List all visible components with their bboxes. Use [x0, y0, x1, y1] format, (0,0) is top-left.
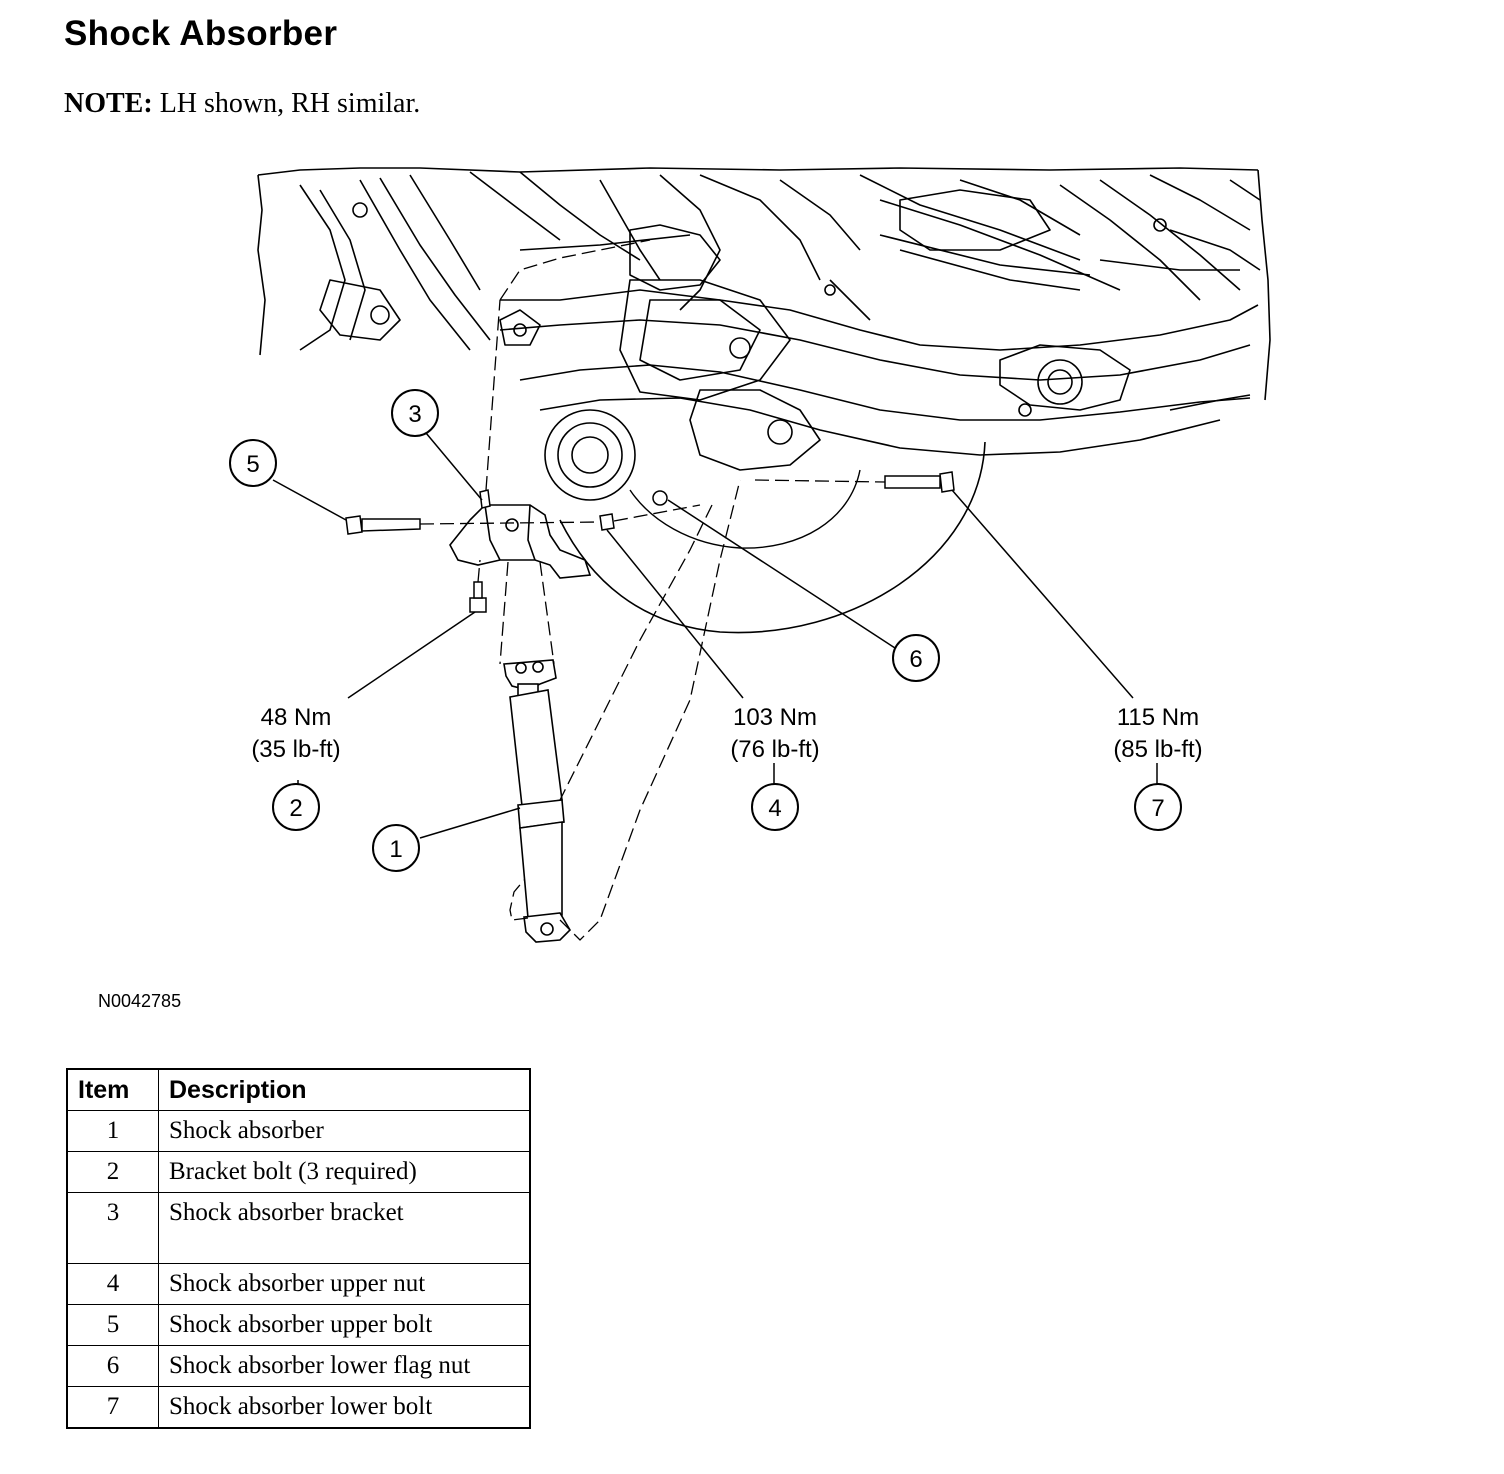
table-row: 1 Shock absorber	[66, 1110, 531, 1152]
item-description: Shock absorber lower flag nut	[158, 1345, 531, 1387]
exploded-view-lines	[419, 239, 886, 941]
table-row: 2 Bracket bolt (3 required)	[66, 1151, 531, 1193]
item-description: Shock absorber bracket	[158, 1192, 531, 1264]
fasteners	[345, 471, 955, 613]
tire-outline	[559, 441, 986, 634]
table-row: 3 Shock absorber bracket	[66, 1192, 531, 1264]
torque-nm: 48 Nm	[260, 704, 332, 731]
item-description: Shock absorber lower bolt	[158, 1386, 531, 1429]
callout-3: 3	[408, 401, 421, 428]
callout-2: 2	[289, 795, 302, 822]
leader-lines	[272, 432, 1158, 839]
callout-4-circle	[751, 783, 799, 831]
torque-nm: 115 Nm	[1116, 704, 1200, 731]
torque-label-item-4: 103 Nm (76 lb-ft)	[695, 702, 855, 766]
torque-label-item-2: 48 Nm (35 lb-ft)	[216, 702, 376, 766]
callout-7-circle	[1134, 783, 1182, 831]
note-text: LH shown, RH similar.	[152, 88, 421, 119]
callout-3-circle	[391, 389, 439, 437]
torque-label-item-7: 115 Nm (85 lb-ft)	[1078, 702, 1238, 766]
item-number: 4	[66, 1263, 159, 1305]
note: NOTE: LH shown, RH similar.	[64, 88, 420, 120]
table-row: 6 Shock absorber lower flag nut	[66, 1345, 531, 1387]
callout-6-circle	[892, 634, 940, 682]
callout-2-circle	[272, 783, 320, 831]
callout-6: 6	[909, 646, 922, 673]
item-number: 7	[66, 1386, 159, 1429]
column-header-description: Description	[158, 1068, 531, 1111]
callout-circles	[229, 389, 1182, 872]
column-header-item: Item	[66, 1068, 159, 1111]
item-number: 3	[66, 1192, 159, 1264]
torque-lbft: (35 lb-ft)	[251, 736, 341, 763]
table-row: 7 Shock absorber lower bolt	[66, 1386, 531, 1429]
note-label: NOTE:	[64, 88, 153, 119]
callout-5-circle	[229, 439, 277, 487]
figure-id: N0042785	[98, 991, 182, 1011]
tire-inner-outline	[629, 469, 861, 549]
item-description: Shock absorber	[158, 1110, 531, 1152]
item-description: Bracket bolt (3 required)	[158, 1151, 531, 1193]
callout-1-circle	[372, 824, 420, 872]
parts-table: Item Description 1 Shock absorber 2 Brac…	[66, 1068, 531, 1429]
table-header-row: Item Description	[66, 1068, 531, 1111]
item-number: 5	[66, 1304, 159, 1346]
torque-nm: 103 Nm	[732, 704, 818, 731]
item-number: 6	[66, 1345, 159, 1387]
item-number: 1	[66, 1110, 159, 1152]
callout-7: 7	[1151, 795, 1164, 822]
torque-lbft: (85 lb-ft)	[1113, 736, 1203, 763]
shock-absorber	[503, 659, 572, 943]
callout-5: 5	[246, 451, 259, 478]
table-row: 5 Shock absorber upper bolt	[66, 1304, 531, 1346]
item-number: 2	[66, 1151, 159, 1193]
item-description: Shock absorber upper nut	[158, 1263, 531, 1305]
item-description: Shock absorber upper bolt	[158, 1304, 531, 1346]
vehicle-underbody-illustration	[257, 167, 1271, 501]
callout-1: 1	[389, 836, 402, 863]
shock-bracket	[449, 504, 592, 579]
table-row: 4 Shock absorber upper nut	[66, 1263, 531, 1305]
torque-lbft: (76 lb-ft)	[730, 736, 820, 763]
callout-4: 4	[768, 795, 781, 822]
page-title: Shock Absorber	[64, 14, 338, 53]
